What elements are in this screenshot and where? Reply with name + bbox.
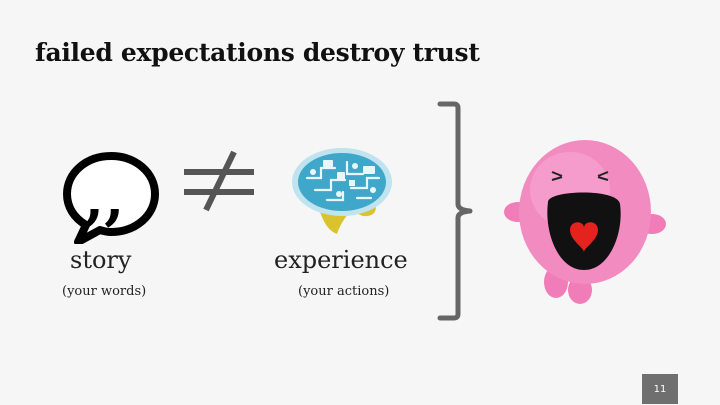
story-label: story [70,246,132,274]
quote-speech-bubble-icon: ,, [63,152,159,244]
page-number-badge: 11 [642,374,678,404]
not-equal-icon [184,150,254,212]
story-sublabel: (your words) [62,284,147,299]
crying-monster-icon [504,140,666,304]
curly-bracket-icon [437,101,473,321]
experience-label: experience [274,246,408,274]
brain-icon [292,148,392,234]
experience-sublabel: (your actions) [298,284,390,299]
slide-title: failed expectations destroy trust [35,38,480,67]
svg-text:,,: ,, [84,164,124,232]
